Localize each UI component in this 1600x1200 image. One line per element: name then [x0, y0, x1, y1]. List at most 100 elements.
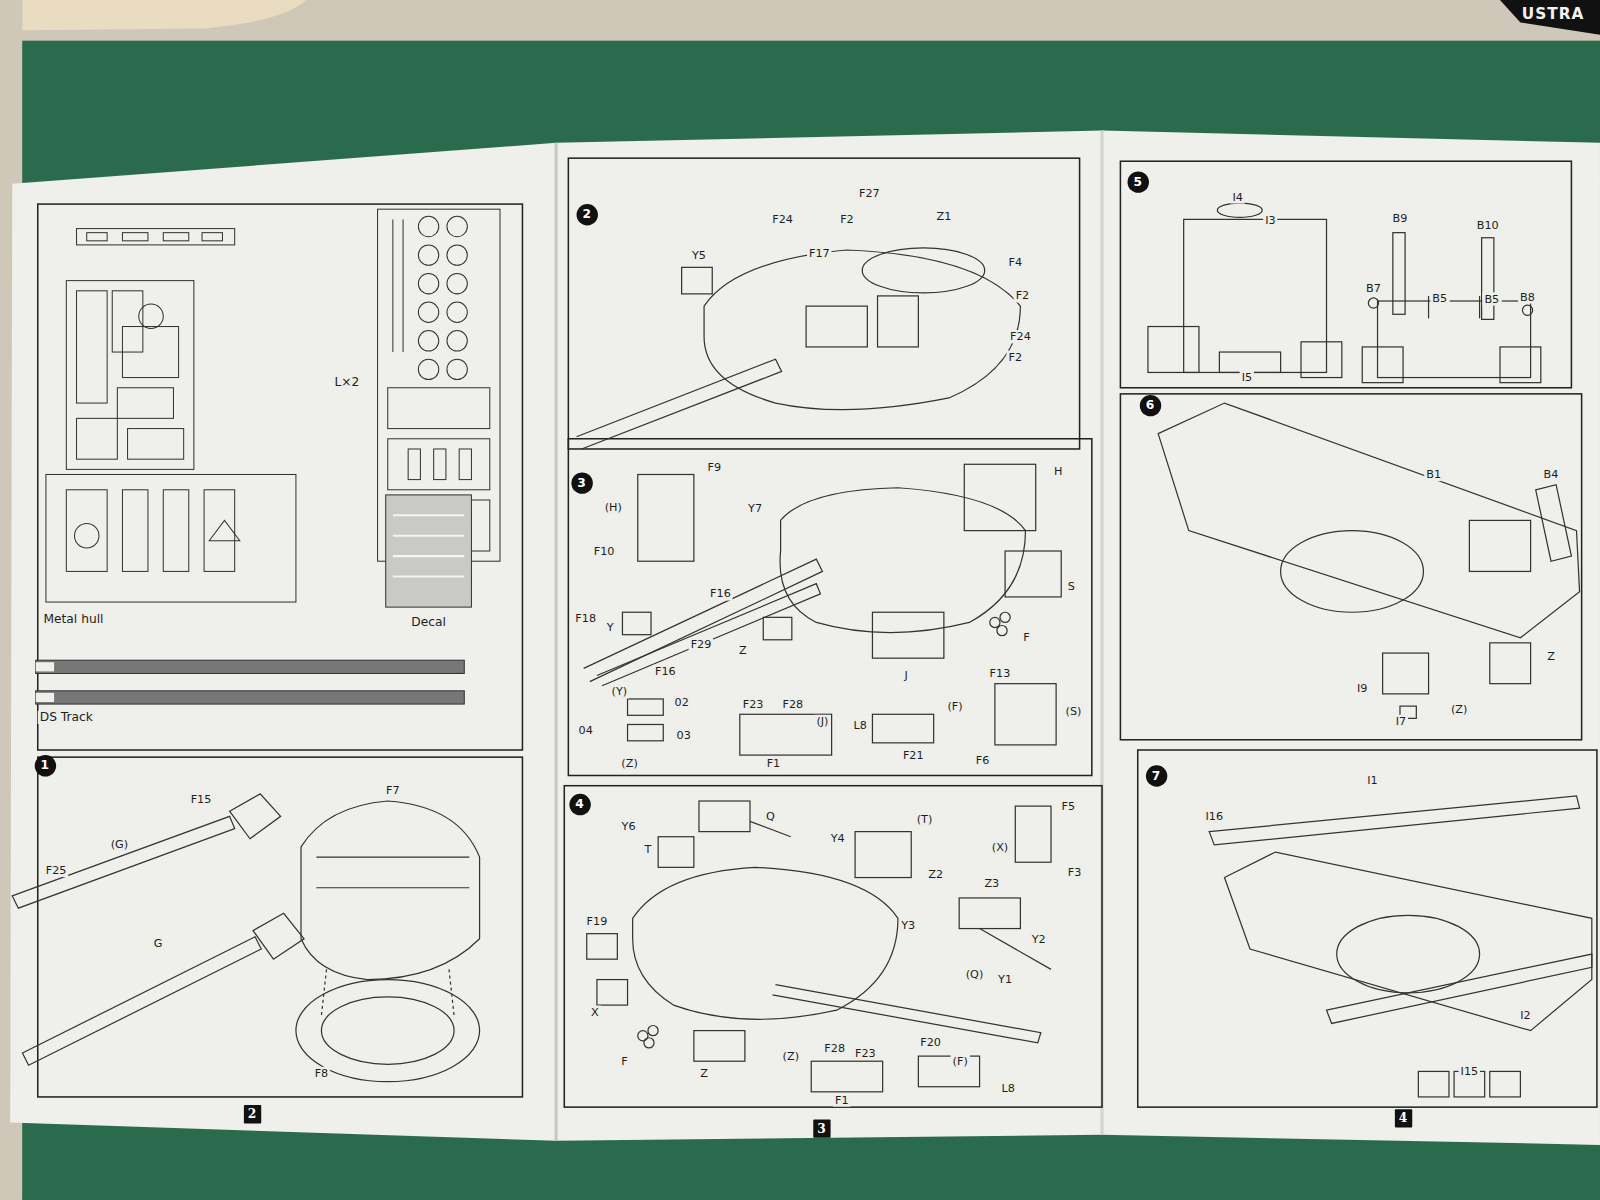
part-label: I7: [1394, 715, 1409, 728]
number-text: 1: [41, 758, 50, 772]
part-label: B4: [1542, 468, 1561, 481]
part-label: Y1: [996, 973, 1014, 986]
part-label: F24: [1008, 330, 1033, 343]
step-number: 3: [571, 472, 592, 493]
part-label: (F): [951, 1055, 970, 1068]
part-label: (T): [915, 813, 935, 826]
part-label: (H): [603, 501, 624, 514]
part-label: (X): [990, 840, 1011, 853]
part-label: F19: [585, 915, 610, 928]
part-label: H: [1052, 465, 1065, 478]
part-label: F2: [1006, 351, 1024, 364]
step-number: 1: [34, 755, 55, 776]
part-label: G: [152, 937, 165, 950]
part-label: I3: [1263, 214, 1278, 227]
number-text: 6: [1146, 398, 1155, 412]
part-label: F10: [592, 544, 617, 557]
part-label: F6: [974, 754, 992, 767]
part-label: F9: [705, 461, 723, 474]
part-label: B8: [1518, 290, 1537, 303]
parts-caption: Decal: [409, 616, 448, 629]
part-label: F17: [807, 246, 832, 259]
part-label: (Z): [781, 1049, 802, 1062]
part-label: I1: [1365, 774, 1380, 787]
part-label: Y5: [690, 248, 708, 261]
part-label: F28: [822, 1041, 847, 1054]
page-number: 2: [243, 1105, 260, 1123]
part-label: B1: [1424, 468, 1443, 481]
part-label: F16: [708, 587, 733, 600]
page-number: 4: [1394, 1109, 1411, 1127]
part-label: 03: [674, 729, 692, 742]
part-label: I4: [1230, 190, 1245, 203]
part-label: Z2: [926, 868, 945, 881]
part-label: Z1: [934, 210, 953, 223]
part-label: B7: [1364, 282, 1383, 295]
brand-text: USTRA: [1520, 8, 1587, 21]
part-label: Q: [764, 810, 777, 823]
part-label: Y6: [620, 820, 638, 833]
number-text: 3: [817, 1121, 826, 1135]
part-label: F23: [741, 697, 766, 710]
part-label: I16: [1203, 810, 1225, 823]
part-label: S: [1066, 580, 1077, 593]
part-label: (F): [945, 699, 964, 712]
part-label: J: [902, 669, 909, 682]
part-label: F7: [384, 784, 402, 797]
part-label: F21: [901, 748, 926, 761]
part-label: F: [619, 1055, 630, 1068]
part-label: F1: [833, 1093, 851, 1106]
part-label: F4: [1006, 256, 1024, 269]
part-label: (Q): [964, 968, 986, 981]
part-label: B5: [1430, 291, 1449, 304]
part-label: Z3: [982, 877, 1001, 890]
parts-caption: Metal hull: [41, 613, 105, 626]
part-label: 04: [577, 724, 595, 737]
part-label: F18: [573, 612, 598, 625]
part-label: I2: [1518, 1009, 1533, 1022]
step-number: 4: [569, 793, 590, 814]
part-label: F24: [770, 213, 795, 226]
number-text: 7: [1152, 768, 1161, 782]
number-text: 2: [582, 207, 591, 221]
part-label: F15: [189, 792, 214, 805]
part-label: F1: [765, 757, 783, 770]
part-label: Z: [737, 643, 749, 656]
step-number: 6: [1139, 394, 1160, 415]
part-label: X: [589, 1006, 601, 1019]
part-label: I15: [1459, 1065, 1481, 1078]
part-label: I9: [1355, 682, 1370, 695]
part-label: F3: [1066, 866, 1084, 879]
step-number: 5: [1127, 171, 1148, 192]
parts-caption: L×2: [332, 376, 361, 389]
part-label: F23: [853, 1046, 878, 1059]
number-text: 2: [248, 1107, 257, 1121]
number-text: 3: [577, 476, 586, 490]
part-label: B10: [1475, 219, 1501, 232]
part-label: F: [1021, 631, 1032, 644]
step-number: 7: [1145, 765, 1166, 786]
number-text: 4: [1399, 1111, 1408, 1125]
part-label: Z: [698, 1067, 710, 1080]
part-label: F27: [857, 187, 882, 200]
part-label: T: [642, 842, 653, 855]
part-label: F20: [918, 1036, 943, 1049]
part-label: F2: [838, 213, 856, 226]
part-label: F16: [653, 665, 678, 678]
part-label: Y: [605, 621, 616, 634]
part-label: F29: [689, 638, 714, 651]
part-label: F2: [1014, 289, 1032, 302]
part-label: (J): [814, 715, 830, 728]
part-label: F25: [44, 864, 69, 877]
part-label: Y7: [746, 502, 764, 515]
part-label: F13: [988, 667, 1013, 680]
parts-caption: DS Track: [38, 711, 95, 724]
part-label: Y3: [899, 919, 917, 932]
part-label: (Z): [1449, 703, 1470, 716]
part-label: (G): [109, 838, 131, 851]
number-text: 5: [1133, 174, 1142, 188]
part-label: (S): [1063, 705, 1083, 718]
number-text: 4: [575, 797, 584, 811]
part-label: Z: [1545, 649, 1557, 662]
